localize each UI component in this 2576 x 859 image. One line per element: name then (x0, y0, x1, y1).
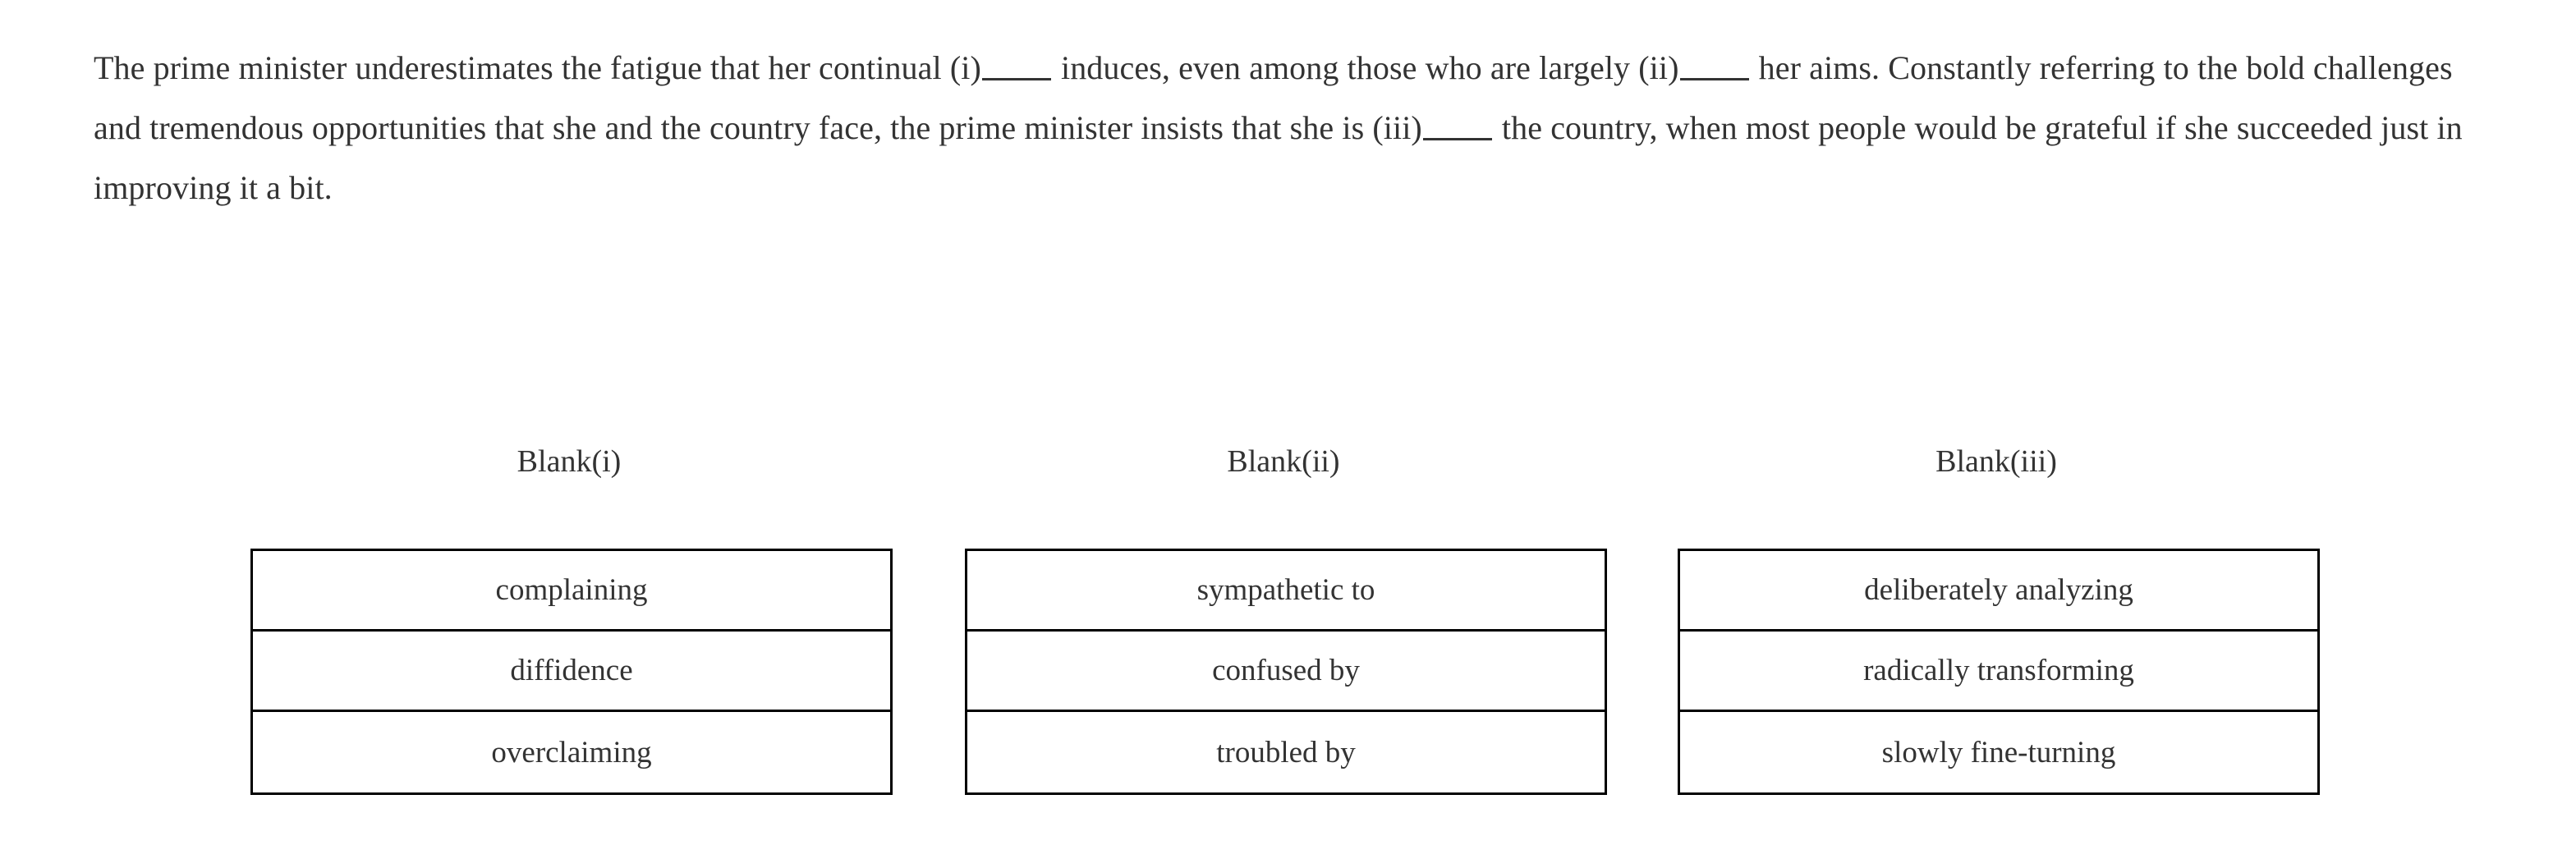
option-i-2[interactable]: diffidence (253, 632, 890, 712)
blank-column-i: Blank(i) complaining diffidence overclai… (250, 442, 893, 795)
option-ii-3[interactable]: troubled by (967, 712, 1605, 792)
blank-column-iii: Blank(iii) deliberately analyzing radica… (1678, 442, 2320, 795)
option-iii-1[interactable]: deliberately analyzing (1680, 551, 2317, 632)
blank-iii-label: (iii) (1372, 109, 1422, 146)
option-table-blank-i: complaining diffidence overclaiming (250, 549, 893, 795)
blank-i-label: (i) (949, 49, 981, 86)
blank-ii-label: (ii) (1638, 49, 1679, 86)
column-header-blank-iii: Blank(iii) (1935, 444, 2057, 479)
column-header-blank-ii: Blank(ii) (1227, 444, 1340, 479)
option-i-1[interactable]: complaining (253, 551, 890, 632)
blank-i-underline (981, 53, 1051, 80)
blank-column-ii: Blank(ii) sympathetic to confused by tro… (965, 442, 1607, 795)
passage-text: The prime minister underestimates the fa… (94, 49, 2463, 206)
blank-iii-underline (1422, 113, 1492, 140)
option-table-blank-ii: sympathetic to confused by troubled by (965, 549, 1607, 795)
option-i-3[interactable]: overclaiming (253, 712, 890, 792)
option-table-blank-iii: deliberately analyzing radically transfo… (1678, 549, 2320, 795)
option-iii-2[interactable]: radically transforming (1680, 632, 2317, 712)
option-ii-2[interactable]: confused by (967, 632, 1605, 712)
blank-ii-underline (1679, 53, 1749, 80)
option-ii-1[interactable]: sympathetic to (967, 551, 1605, 632)
option-iii-3[interactable]: slowly fine-turning (1680, 712, 2317, 792)
column-header-blank-i: Blank(i) (517, 444, 622, 479)
